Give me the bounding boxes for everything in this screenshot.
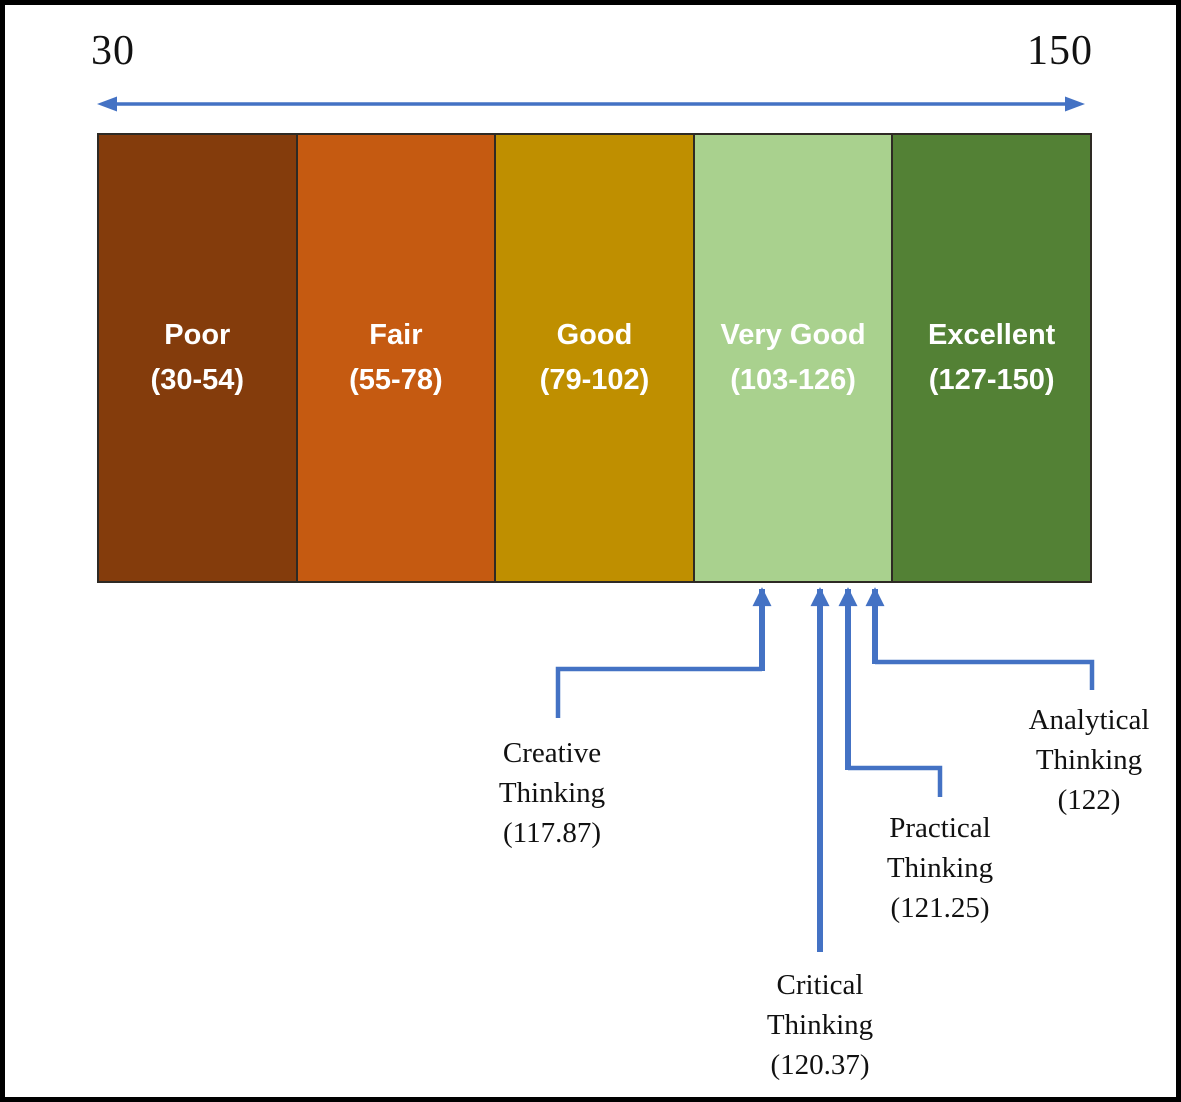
practical-thinking-arrow-icon (838, 587, 943, 797)
band-range: (30-54) (150, 364, 245, 396)
analytical-thinking-annotation: Analytical Thinking (122) (994, 700, 1176, 820)
band-poor: Poor (30-54) (97, 133, 298, 583)
scale-max-label: 150 (1027, 28, 1093, 74)
band-good: Good (79-102) (494, 133, 695, 583)
band-very-good-label: Very Good (103-126) (721, 313, 866, 403)
annotation-value: (122) (1057, 784, 1121, 816)
annotation-value: (121.25) (890, 892, 990, 924)
band-range: (79-102) (539, 364, 650, 396)
band-good-label: Good (79-102) (540, 313, 650, 403)
annotation-name: Practical Thinking (886, 812, 994, 884)
band-fair: Fair (55-78) (295, 133, 497, 583)
practical-thinking-annotation: Practical Thinking (121.25) (845, 808, 1035, 928)
range-double-arrow-icon (97, 96, 1085, 112)
band-name: Very Good (720, 319, 866, 351)
band-fair-label: Fair (55-78) (349, 313, 443, 403)
band-range: (55-78) (349, 364, 443, 396)
band-excellent-label: Excellent (127-150) (928, 313, 1055, 403)
band-excellent: Excellent (127-150) (891, 133, 1092, 583)
band-name: Poor (164, 319, 231, 351)
band-name: Good (556, 319, 633, 351)
band-range: (103-126) (730, 364, 856, 396)
scale-bands: Poor (30-54) Fair (55-78) Good (79-102) … (97, 133, 1092, 583)
band-name: Excellent (928, 319, 1056, 351)
scale-min-label: 30 (91, 28, 135, 74)
band-range: (127-150) (928, 364, 1055, 396)
annotation-value: (120.37) (770, 1049, 870, 1081)
critical-thinking-annotation: Critical Thinking (120.37) (725, 965, 915, 1085)
annotation-name: Creative Thinking (498, 737, 606, 809)
band-very-good: Very Good (103-126) (692, 133, 894, 583)
analytical-thinking-arrow-icon (865, 587, 1095, 690)
annotation-value: (117.87) (503, 817, 601, 849)
band-name: Fair (369, 319, 423, 351)
creative-thinking-arrow-icon (555, 587, 772, 718)
annotation-name: Analytical Thinking (1028, 704, 1150, 776)
creative-thinking-annotation: Creative Thinking (117.87) (457, 733, 647, 853)
annotation-name: Critical Thinking (766, 969, 874, 1041)
band-poor-label: Poor (30-54) (151, 313, 245, 403)
